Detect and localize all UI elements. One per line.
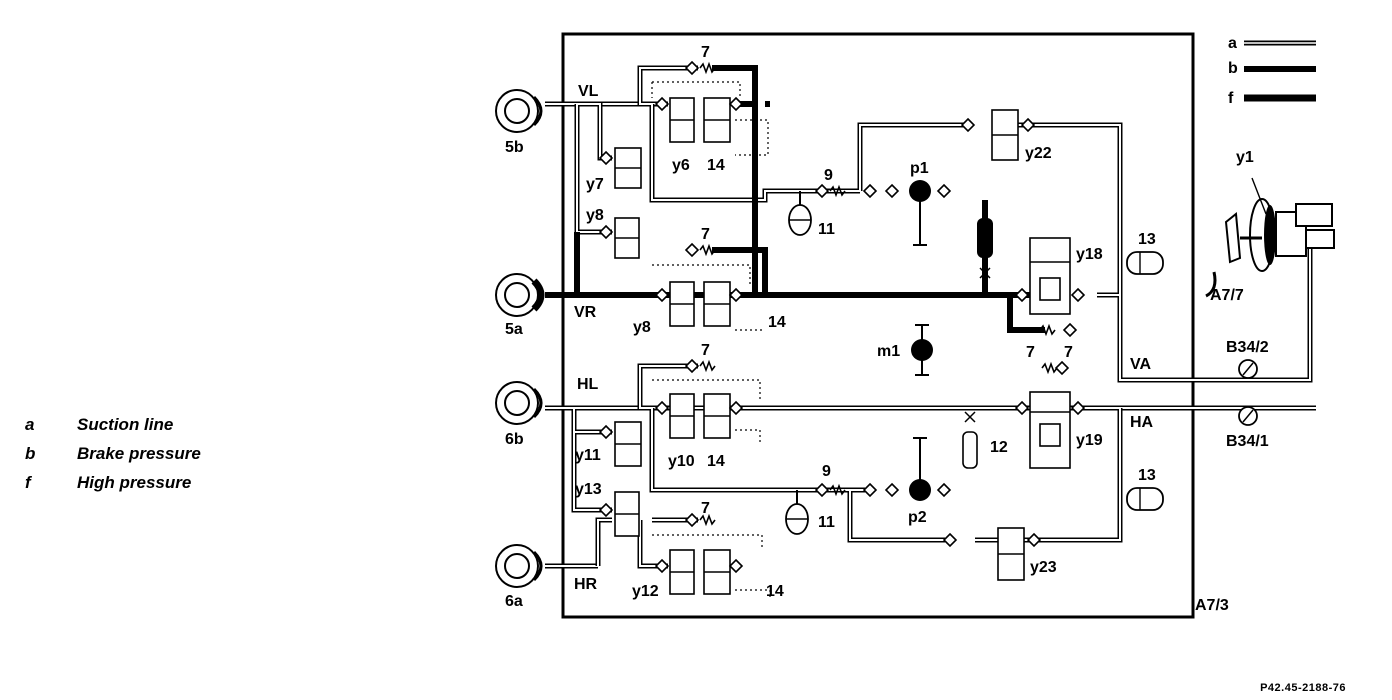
line-key-a: a: [1228, 35, 1237, 52]
legend-item: f High pressure: [25, 473, 201, 502]
drawing-reference: P42.45-2188-76: [1260, 682, 1346, 694]
damper-12: [962, 411, 978, 469]
line-key-f: f: [1228, 90, 1234, 107]
legend-text: Suction line: [77, 415, 174, 434]
number-label-9: 9: [824, 167, 833, 184]
circuit-label-va: VA: [1130, 356, 1151, 373]
legend-text: High pressure: [77, 473, 192, 492]
valve-label-y11: y11: [575, 447, 601, 464]
reservoir-13-lower: [1126, 487, 1164, 511]
wheel-5a: [495, 273, 545, 317]
circuit-label-hr: HR: [574, 576, 598, 593]
legend-key: b: [25, 444, 36, 463]
wheel-label-6a: 6a: [505, 593, 523, 610]
line-key-b: b: [1228, 60, 1238, 77]
valve-label-y7: y7: [586, 176, 604, 193]
circuit-label-vr: VR: [574, 304, 597, 321]
number-label-7: 7: [1064, 344, 1073, 361]
circuit-label-ha: HA: [1130, 414, 1154, 431]
number-label-14: 14: [768, 314, 786, 331]
legend: a Suction line b Brake pressure f High pres…: [25, 415, 201, 502]
accumulator-11-upper: [788, 191, 812, 236]
damper-upper: [977, 218, 993, 279]
hydraulic-unit-housing: [561, 32, 1195, 619]
circuit-label-hl: HL: [577, 376, 599, 393]
valve-label-y22: y22: [1025, 145, 1052, 162]
brake-booster-a7-7: [1205, 177, 1335, 298]
number-label-12: 12: [990, 439, 1008, 456]
valve-label-y8-upper: y8: [586, 207, 604, 224]
line-type-key: a b f: [1228, 35, 1316, 107]
unit-label-a7-3: A7/3: [1195, 597, 1229, 614]
valve-label-y23: y23: [1030, 559, 1057, 576]
valve-label-y12: y12: [632, 583, 659, 600]
sensor-label-b34-1: B34/1: [1226, 433, 1269, 450]
valve-label-y13: y13: [575, 481, 602, 498]
legend-key: f: [25, 473, 31, 492]
number-label-7: 7: [1026, 344, 1035, 361]
number-label-7: 7: [701, 500, 710, 517]
brake-pressure-lines: [545, 65, 1045, 333]
sensor-b34-1: [1238, 406, 1258, 426]
pump-label-p2: p2: [908, 509, 927, 526]
number-label-11: 11: [818, 221, 835, 238]
wheel-label-5a: 5a: [505, 321, 523, 338]
valve-label-y1: y1: [1236, 149, 1254, 166]
check-valves: [598, 60, 1086, 574]
control-lines: [651, 81, 771, 600]
pump-p2: [909, 437, 931, 501]
valve-label-y18: y18: [1076, 246, 1103, 263]
reservoir-13-upper: [1126, 251, 1164, 275]
unit-label-a7-7: A7/7: [1210, 287, 1244, 304]
springs: [699, 61, 1058, 527]
legend-item: b Brake pressure: [25, 444, 201, 473]
pump-p1: [909, 180, 931, 246]
number-label-14: 14: [707, 157, 725, 174]
valve-y18: [1029, 237, 1071, 315]
diagram-labels: 5b 5a 6b 6a VL VR HL HR VA HA y6 y7 y8 y…: [505, 44, 1269, 614]
wheel-6a: [495, 544, 543, 588]
motor-m1: [911, 324, 933, 376]
number-label-7: 7: [701, 342, 710, 359]
wheel-label-5b: 5b: [505, 139, 524, 156]
valve-label-y6: y6: [672, 157, 690, 174]
wheel-5b: [495, 89, 543, 133]
legend-item: a Suction line: [25, 415, 201, 444]
valve-y19: [1029, 391, 1071, 469]
motor-label-m1: m1: [877, 343, 900, 360]
sensor-b34-2: [1238, 359, 1258, 379]
number-label-9: 9: [822, 463, 831, 480]
wheel-6b: [495, 381, 543, 425]
legend-key: a: [25, 415, 35, 434]
valve-label-y8: y8: [633, 319, 651, 336]
legend-text: Brake pressure: [77, 444, 201, 463]
wheel-label-6b: 6b: [505, 431, 524, 448]
number-label-7: 7: [701, 226, 710, 243]
number-label-13: 13: [1138, 467, 1156, 484]
pump-label-p1: p1: [910, 160, 929, 177]
accumulator-11-lower: [785, 490, 809, 535]
number-label-7: 7: [701, 44, 710, 61]
valve-label-y19: y19: [1076, 432, 1103, 449]
number-label-14: 14: [707, 453, 725, 470]
valve-label-y10: y10: [668, 453, 695, 470]
sensor-label-b34-2: B34/2: [1226, 339, 1269, 356]
number-label-13: 13: [1138, 231, 1156, 248]
circuit-label-vl: VL: [578, 83, 599, 100]
number-label-14: 14: [766, 583, 784, 600]
number-label-11: 11: [818, 514, 835, 531]
valve-blocks: [614, 97, 1071, 595]
